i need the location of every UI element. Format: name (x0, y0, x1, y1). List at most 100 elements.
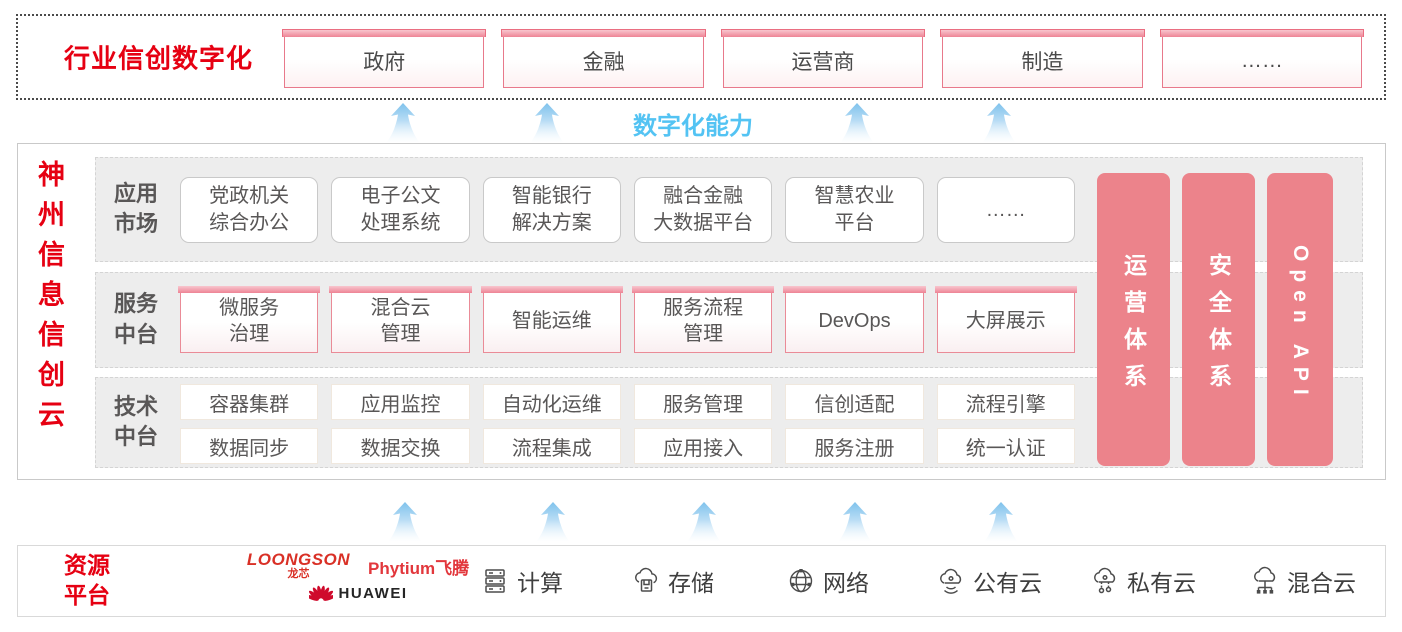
side-bar-open-api: Open API (1267, 173, 1333, 466)
sector-label: 金融 (582, 50, 625, 74)
service-label: 大屏展示 (965, 310, 1046, 332)
loongson-subtext: 龙芯 (287, 568, 310, 580)
sector-box-manufacturing: 制造 (940, 29, 1145, 88)
up-arrow-icon (386, 103, 420, 143)
resource-platform-panel: 资源 平台 LOONGSON 龙芯 Phytium飞腾 (17, 545, 1386, 617)
loongson-text: LOONGSON (246, 550, 351, 569)
up-arrow-icon (536, 502, 570, 542)
resource-item-network: 网络 (786, 564, 869, 598)
resource-item-public-cloud: 公有云 (936, 564, 1042, 598)
sector-label: 运营商 (791, 50, 855, 74)
service-box: 服务流程 管理 (631, 286, 775, 353)
up-arrow-icon (530, 103, 564, 143)
network-icon (789, 569, 813, 593)
row-label-service: 服务 中台 (114, 291, 159, 347)
box-top-strip (720, 29, 926, 37)
resource-item-hybrid-cloud: 混合云 (1250, 564, 1356, 598)
sector-boxes: 政府 金融 运营商 制造 …… (282, 29, 1365, 88)
platform-title: 神州信息信创云 (34, 160, 64, 440)
resource-label: 私有云 (1127, 570, 1196, 596)
huawei-flower-icon (308, 585, 333, 601)
banner-title: 行业信创数字化 (64, 43, 254, 74)
resource-label: 计算 (517, 570, 563, 596)
row-label-app-market: 应用 市场 (114, 180, 159, 237)
resource-item-private-cloud: 私有云 (1090, 564, 1196, 598)
app-boxes: 党政机关 综合办公 电子公文 处理系统 智能银行 解决方案 融合金融 大数据平台… (180, 177, 1075, 243)
industry-banner: 行业信创数字化 政府 金融 运营商 制造 …… (16, 14, 1386, 100)
resource-title: 资源 平台 (64, 552, 110, 608)
huawei-text: HUAWEI (338, 584, 408, 602)
service-platform-row: 服务 中台 微服务 治理 混合云 管理 智能运维 服务流程 管理 DevOps … (95, 272, 1363, 368)
up-arrow-icon (388, 502, 422, 542)
huawei-logo: HUAWEI (308, 583, 408, 603)
private-cloud-icon (1094, 567, 1116, 594)
app-box: 电子公文 处理系统 (331, 177, 470, 243)
tech-row-top: 容器集群 应用监控 自动化运维 服务管理 信创适配 流程引擎 (180, 384, 1075, 420)
box-top-strip (501, 29, 706, 37)
side-bar-label: Open API (1289, 244, 1312, 403)
side-bar-label: 运营体系 (1120, 252, 1147, 401)
compute-icon (485, 569, 505, 593)
tech-box: 容器集群 (180, 384, 319, 420)
capability-label: 数字化能力 (633, 113, 753, 140)
resource-item-compute: 计算 (480, 564, 563, 598)
service-label: 服务流程 管理 (663, 297, 744, 345)
tech-box: 数据交换 (331, 428, 470, 464)
app-market-row: 应用 市场 党政机关 综合办公 电子公文 处理系统 智能银行 解决方案 融合金融… (95, 157, 1363, 262)
side-bar-label: 安全体系 (1205, 252, 1232, 401)
sector-label: …… (1240, 48, 1283, 72)
resource-label: 公有云 (973, 570, 1042, 596)
tech-box: 应用接入 (633, 428, 773, 464)
up-arrow-icon (984, 502, 1018, 542)
tech-box: 应用监控 (331, 384, 470, 420)
up-arrow-icon (982, 103, 1016, 143)
box-top-strip (178, 286, 321, 293)
app-box-more: …… (936, 177, 1075, 243)
row-label-tech: 技术 中台 (114, 393, 159, 450)
resource-label: 混合云 (1287, 570, 1356, 596)
loongson-logo: LOONGSON 龙芯 (247, 551, 350, 580)
service-box: 智能运维 (480, 286, 623, 353)
box-top-strip (480, 286, 623, 293)
resource-label: 存储 (668, 570, 714, 596)
sector-box-government: 政府 (282, 29, 487, 88)
service-box: 大屏展示 (934, 286, 1077, 353)
app-box: 智能银行 解决方案 (482, 177, 621, 243)
box-top-strip (934, 286, 1077, 293)
storage-icon (635, 567, 658, 592)
box-top-strip (940, 29, 1145, 37)
tech-boxes: 容器集群 应用监控 自动化运维 服务管理 信创适配 流程引擎 数据同步 数据交换… (180, 384, 1075, 464)
side-bar-security-system: 安全体系 (1182, 173, 1255, 466)
box-top-strip (783, 286, 926, 293)
box-top-strip (329, 286, 472, 293)
side-bar-operation-system: 运营体系 (1097, 173, 1170, 466)
sector-label: 制造 (1021, 50, 1064, 74)
service-label: 智能运维 (511, 310, 592, 332)
service-box: 微服务 治理 (178, 286, 321, 353)
tech-box: 服务管理 (633, 384, 773, 420)
app-box: 融合金融 大数据平台 (633, 177, 773, 243)
tech-box: 信创适配 (785, 384, 924, 420)
service-boxes: 微服务 治理 混合云 管理 智能运维 服务流程 管理 DevOps 大屏展示 (178, 286, 1077, 353)
up-arrow-icon (840, 103, 874, 143)
tech-box: 数据同步 (180, 428, 319, 464)
box-top-strip (1159, 29, 1365, 37)
tech-row-bottom: 数据同步 数据交换 流程集成 应用接入 服务注册 统一认证 (180, 428, 1075, 464)
tech-box: 自动化运维 (482, 384, 621, 420)
vendor-logos: LOONGSON 龙芯 Phytium飞腾 (213, 551, 503, 603)
up-arrow-icon (687, 502, 721, 542)
service-label: 混合云 管理 (370, 297, 431, 345)
phytium-logo: Phytium飞腾 (368, 559, 470, 578)
service-label: 微服务 治理 (219, 297, 280, 345)
service-box: DevOps (783, 286, 926, 353)
public-cloud-icon (940, 568, 962, 594)
tech-platform-row: 技术 中台 容器集群 应用监控 自动化运维 服务管理 信创适配 流程引擎 数据同… (95, 377, 1363, 468)
tech-box: 服务注册 (785, 428, 924, 464)
resource-item-storage: 存储 (631, 564, 714, 598)
box-top-strip (282, 29, 487, 37)
sector-box-finance: 金融 (501, 29, 706, 88)
resource-label: 网络 (823, 570, 869, 596)
app-box: 智慧农业 平台 (785, 177, 924, 243)
sector-label: 政府 (363, 50, 406, 74)
